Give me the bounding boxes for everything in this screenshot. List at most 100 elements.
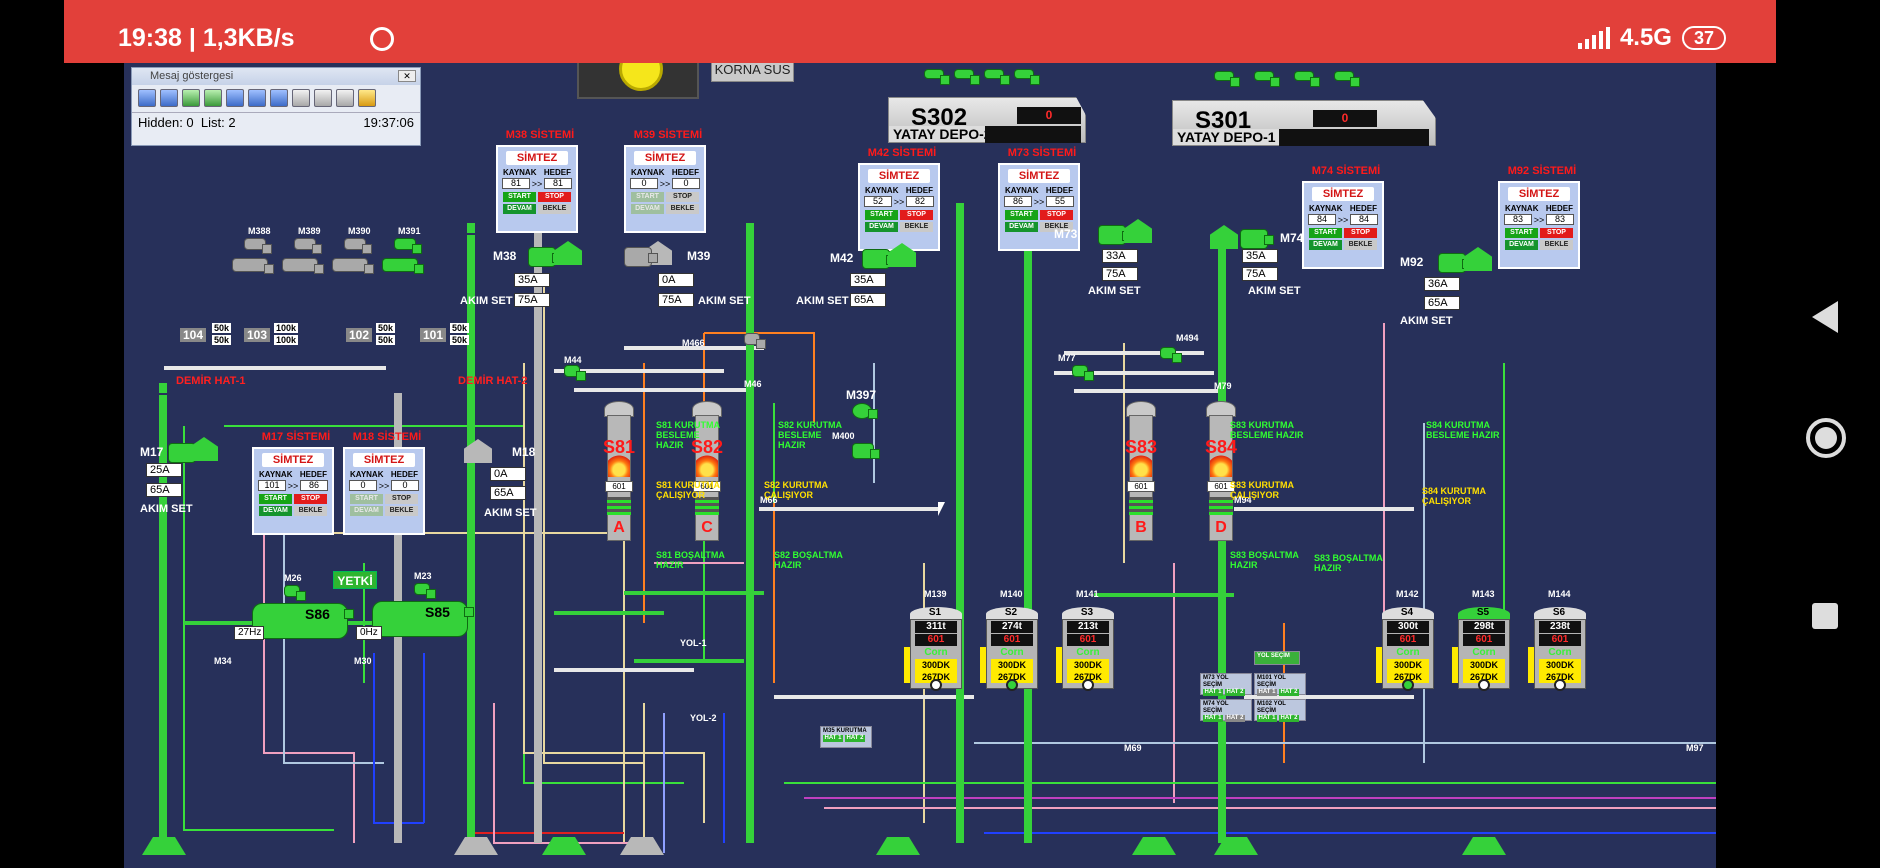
motor-icon[interactable] [1014, 69, 1040, 85]
motor-m73-setpoint[interactable]: 75A [1102, 267, 1138, 281]
dryer-s84[interactable]: S84 601 D [1204, 401, 1238, 559]
motor-m39-icon[interactable] [624, 247, 658, 267]
continue-button[interactable]: DEVAM [503, 204, 536, 214]
motor-m73-icon[interactable] [1098, 225, 1132, 245]
hopper-icon[interactable] [282, 258, 324, 274]
start-button[interactable]: START [1005, 210, 1038, 220]
line-2-button[interactable]: HAT 2 [1225, 715, 1245, 722]
motor-icon[interactable] [744, 333, 766, 349]
corn-silo-s1[interactable]: S1 311t 601 Corn 300DK 267DK [904, 607, 966, 697]
target-value[interactable]: 83 [1545, 214, 1574, 225]
dryer-s81[interactable]: S81 601 A [602, 401, 636, 559]
motor-icon[interactable] [284, 585, 306, 601]
corn-silo-s4[interactable]: S4 300t 601 Corn 300DK 267DK [1376, 607, 1438, 697]
source-value[interactable]: 86 [1004, 196, 1032, 207]
fan-icon[interactable] [244, 238, 272, 254]
motor-m38-icon[interactable] [528, 247, 562, 267]
wait-button[interactable]: BEKLE [385, 506, 418, 516]
wait-button[interactable]: BEKLE [1040, 222, 1073, 232]
home-icon[interactable] [1806, 418, 1846, 458]
stop-button[interactable]: STOP [1540, 228, 1573, 238]
line-2-button[interactable]: HAT 2 [1279, 715, 1299, 722]
target-value[interactable]: 82 [905, 196, 934, 207]
source-value[interactable]: 83 [1504, 214, 1532, 225]
silo-valve-icon[interactable] [930, 679, 942, 691]
source-value[interactable]: 0 [630, 178, 658, 189]
hopper-icon[interactable] [332, 258, 374, 274]
motor-m38-setpoint[interactable]: 75A [514, 293, 550, 307]
line-2-button[interactable]: HAT 2 [845, 735, 865, 742]
stop-button[interactable]: STOP [1040, 210, 1073, 220]
stop-button[interactable]: STOP [538, 192, 571, 202]
cleaner-s85[interactable]: S85 [372, 601, 474, 637]
source-value[interactable]: 52 [864, 196, 892, 207]
continue-button[interactable]: DEVAM [631, 204, 664, 214]
motor-icon[interactable] [924, 69, 950, 85]
motor-icon[interactable] [1254, 71, 1280, 87]
corn-silo-s3[interactable]: S3 213t 601 Corn 300DK 267DK [1056, 607, 1118, 697]
cleaner-s86[interactable]: S86 [252, 603, 354, 639]
target-value[interactable]: 81 [543, 178, 572, 189]
fan-icon[interactable] [852, 403, 878, 419]
lock-icon[interactable] [248, 89, 266, 107]
acknowledge-all-icon[interactable] [204, 89, 222, 107]
dryer-s83[interactable]: S83 601 B [1124, 401, 1158, 559]
print-icon[interactable] [358, 89, 376, 107]
motor-m42-setpoint[interactable]: 65A [850, 293, 886, 307]
target-value[interactable]: 0 [671, 178, 700, 189]
hopper-icon[interactable] [232, 258, 274, 274]
start-button[interactable]: START [865, 210, 898, 220]
motor-m17-setpoint[interactable]: 65A [146, 483, 182, 497]
motor-icon[interactable] [1160, 347, 1182, 363]
valve-icon[interactable] [852, 443, 880, 459]
motor-m18-setpoint[interactable]: 65A [490, 486, 526, 500]
start-button[interactable]: START [259, 494, 292, 504]
fan-icon[interactable] [294, 238, 322, 254]
authorization-button[interactable]: YETKİ [333, 571, 377, 589]
stop-button[interactable]: STOP [385, 494, 418, 504]
target-value[interactable]: 86 [299, 480, 328, 491]
motor-m39-setpoint[interactable]: 75A [658, 293, 694, 307]
list-icon[interactable] [226, 89, 244, 107]
start-button[interactable]: START [1309, 228, 1342, 238]
check-icon[interactable] [314, 89, 332, 107]
back-icon[interactable] [1812, 301, 1838, 333]
motor-icon[interactable] [984, 69, 1010, 85]
line-1-button[interactable]: HAT 1 [1203, 689, 1223, 696]
check-list-icon[interactable] [336, 89, 354, 107]
motor-icon[interactable] [1072, 365, 1094, 381]
horn-silence-button[interactable]: KORNA SUS [711, 63, 794, 82]
source-value[interactable]: 0 [349, 480, 377, 491]
target-value[interactable]: 0 [390, 480, 419, 491]
message-window[interactable]: Mesaj göstergesi ✕ Hidden: 0 List: 2 19:… [131, 67, 421, 146]
chart-icon[interactable] [270, 89, 288, 107]
corn-silo-s6[interactable]: S6 238t 601 Corn 300DK 267DK [1528, 607, 1590, 697]
silo-valve-icon[interactable] [1478, 679, 1490, 691]
continue-button[interactable]: DEVAM [1309, 240, 1342, 250]
line-1-button[interactable]: HAT 1 [1257, 689, 1277, 696]
hopper-icon[interactable] [382, 258, 424, 274]
motor-m74-icon[interactable] [1240, 229, 1274, 249]
refresh-icon[interactable] [160, 89, 178, 107]
silo-s301[interactable]: S301 0 YATAY DEPO-1 [1172, 100, 1436, 146]
continue-button[interactable]: DEVAM [350, 506, 383, 516]
stop-button[interactable]: STOP [666, 192, 699, 202]
dryer-s82[interactable]: S82 601 C [690, 401, 724, 559]
silo-valve-icon[interactable] [1402, 679, 1414, 691]
fan-icon[interactable] [394, 238, 422, 254]
close-icon[interactable]: ✕ [398, 70, 416, 82]
silo-valve-icon[interactable] [1554, 679, 1566, 691]
continue-button[interactable]: DEVAM [259, 506, 292, 516]
acknowledge-icon[interactable] [182, 89, 200, 107]
line-1-button[interactable]: HAT 1 [1257, 715, 1277, 722]
line-2-button[interactable]: HAT 2 [1225, 689, 1245, 696]
down-arrow-icon[interactable] [292, 89, 310, 107]
motor-m42-icon[interactable] [862, 249, 896, 269]
